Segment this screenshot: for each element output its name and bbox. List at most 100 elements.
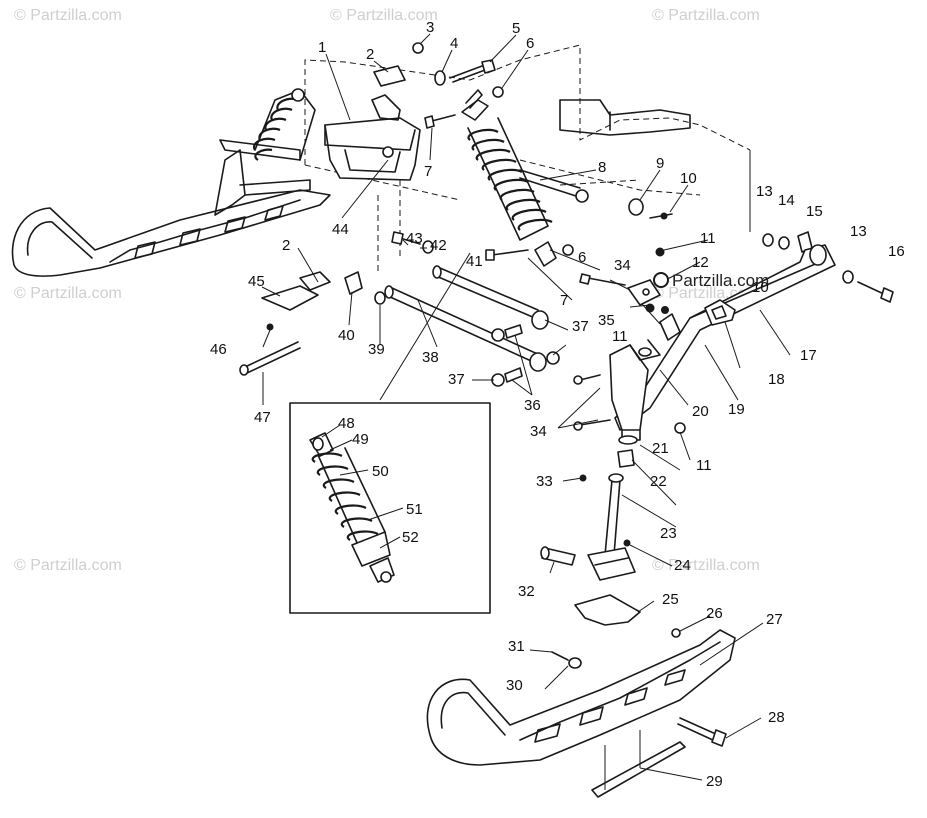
right-main-shock — [461, 89, 557, 267]
part-26-nut — [671, 628, 681, 638]
brand-overlay: Partzilla.com — [653, 271, 769, 290]
callout-17: 17 — [800, 347, 817, 364]
part-4-washer — [434, 70, 446, 86]
callout-50: 50 — [372, 463, 389, 480]
part-39-nut — [374, 291, 386, 305]
part-3-nut — [412, 42, 424, 54]
callout-29: 29 — [706, 773, 723, 790]
part-34-bolts-lower — [573, 374, 611, 431]
part-17-trailing-arm — [614, 244, 836, 431]
part-14-bushing — [778, 236, 790, 250]
part-2-clip-top — [373, 65, 406, 87]
callout-46: 46 — [210, 341, 227, 358]
callout-52: 52 — [402, 529, 419, 546]
callout-3: 3 — [426, 19, 434, 36]
callout-39: 39 — [368, 341, 385, 358]
part-8-link — [519, 169, 589, 203]
part-38-tie-rod — [384, 285, 543, 366]
part-24-fitting — [623, 539, 631, 547]
callout-19: 19 — [728, 401, 745, 418]
part-37-rod-end-c — [529, 352, 547, 372]
part-28-bolt — [677, 717, 727, 747]
callout-2-top: 2 — [366, 46, 374, 63]
watermark-top-center: © Partzilla.com — [330, 7, 438, 24]
part-22-bushing — [617, 449, 635, 468]
part-12-bracket — [627, 279, 661, 306]
watermark-top-right: © Partzilla.com — [652, 7, 760, 24]
callout-8: 8 — [598, 159, 606, 176]
callout-10-b: 10 — [752, 279, 769, 296]
callout-labels: 1 2 3 4 5 6 7 8 9 10 11 12 13 14 15 13 1… — [210, 19, 905, 790]
part-37-rod-end-a — [531, 310, 549, 330]
part-36-adjuster-a — [504, 324, 523, 339]
part-29-wear-bar — [591, 730, 686, 798]
part-23-spindle — [587, 473, 636, 581]
callout-10: 10 — [680, 170, 697, 187]
part-6-nut-lower — [562, 244, 574, 256]
part-5-bolt — [449, 59, 496, 83]
callout-31: 31 — [508, 638, 525, 655]
part-2-clip-lower — [299, 271, 331, 291]
part-46-fitting — [266, 323, 274, 331]
callout-27: 27 — [766, 611, 783, 628]
callout-11-d: 11 — [696, 457, 712, 474]
callout-43: 43 — [406, 230, 423, 247]
callout-36: 36 — [524, 397, 541, 414]
part-45-bracket — [261, 285, 319, 311]
callout-21: 21 — [652, 440, 669, 457]
callout-7-lower: 7 — [560, 292, 568, 309]
callout-6-top: 6 — [526, 35, 534, 52]
callout-12: 12 — [692, 254, 709, 271]
callout-32: 32 — [518, 583, 535, 600]
part-21-washer — [618, 435, 638, 445]
callout-37-lower: 37 — [448, 371, 465, 388]
part-30-washer — [568, 657, 582, 669]
part-31-cotter-pin — [551, 651, 569, 661]
part-32-pin — [540, 546, 576, 566]
callout-4: 4 — [450, 35, 458, 52]
part-16-bolt — [857, 281, 894, 303]
leader-lines — [261, 33, 791, 781]
callout-51: 51 — [406, 501, 423, 518]
callout-2-lower: 2 — [282, 237, 290, 254]
callout-30: 30 — [506, 677, 523, 694]
callout-35: 35 — [598, 312, 615, 329]
part-40-bracket — [344, 271, 363, 295]
callout-5: 5 — [512, 20, 520, 37]
callout-13-upper: 13 — [756, 183, 773, 200]
watermark-low-right: © Partzilla.com — [652, 557, 760, 574]
left-shock — [252, 88, 305, 161]
part-13-washer-lower — [842, 270, 854, 284]
part-20-spindle-housing — [609, 339, 661, 441]
callout-34-upper: 34 — [614, 257, 631, 274]
part-25-saddle — [574, 594, 641, 626]
callout-25: 25 — [662, 591, 679, 608]
callout-9: 9 — [656, 155, 664, 172]
callout-33: 33 — [536, 473, 553, 490]
callout-44: 44 — [332, 221, 349, 238]
callout-47: 47 — [254, 409, 271, 426]
callout-41: 41 — [466, 253, 483, 270]
shock-inset — [289, 402, 491, 614]
callout-28: 28 — [768, 709, 785, 726]
callout-34-lower: 34 — [530, 423, 547, 440]
part-37-nut-e — [546, 351, 560, 365]
part-13-washer-upper — [762, 233, 774, 247]
part-7-bolt-upper — [424, 114, 456, 129]
part-47-bolt — [239, 341, 301, 376]
callout-20: 20 — [692, 403, 709, 420]
callout-13-lower: 13 — [850, 223, 867, 240]
part-18-bracket — [704, 299, 736, 326]
brand-overlay-text: Partzilla.com — [672, 271, 769, 290]
callout-11-a: 11 — [700, 230, 716, 247]
callout-23: 23 — [660, 525, 677, 542]
callout-6-lower: 6 — [578, 249, 586, 266]
part-34-bolt-upper — [579, 273, 626, 286]
callout-42: 42 — [430, 237, 447, 254]
part-43-bolt — [391, 231, 421, 245]
part-37-rod-end-b — [491, 328, 505, 342]
part-1-bracket — [324, 94, 421, 181]
part-19-plate — [659, 313, 681, 341]
part-9-bushing — [628, 198, 644, 216]
